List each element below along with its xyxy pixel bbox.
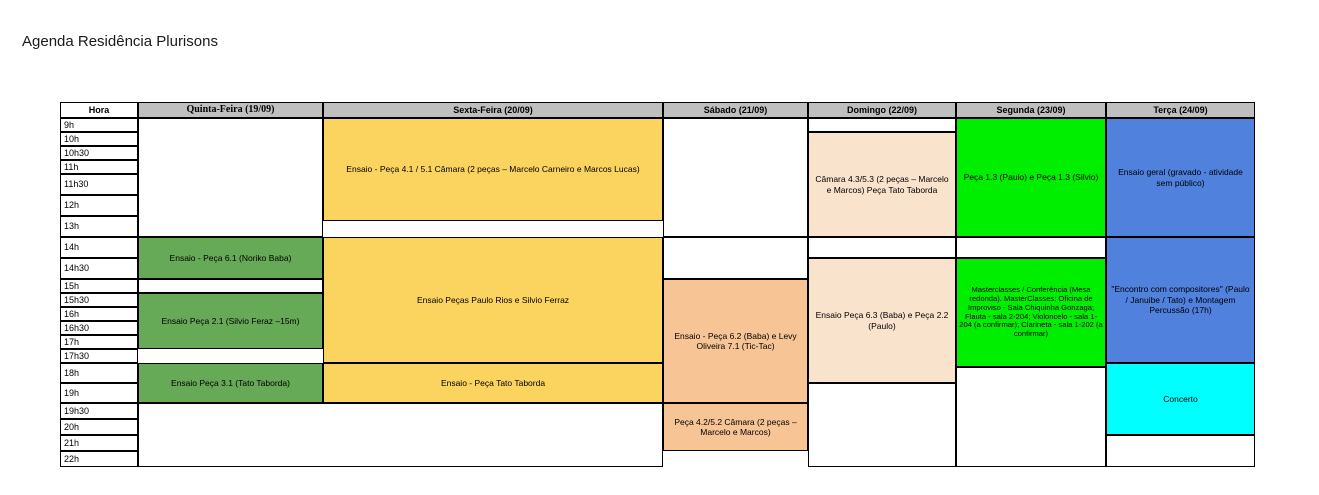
event-block-quinta-ensaio-31[interactable]: Ensaio Peça 3.1 (Tato Taborda)	[138, 363, 323, 403]
event-label: Câmara 4.3/5.3 (2 peças – Marcelo e Marc…	[815, 174, 949, 195]
hour-cell-13h: 13h	[60, 216, 138, 237]
hour-cell-21h: 21h	[60, 435, 138, 451]
hour-cell-19h30: 19h30	[60, 403, 138, 419]
hour-cell-14h30: 14h30	[60, 258, 138, 279]
empty-cell-quinta-morning	[138, 118, 323, 237]
hour-cell-10h: 10h	[60, 132, 138, 146]
empty-cell-quinta-sexta-night	[138, 403, 663, 467]
hour-cell-15h: 15h	[60, 279, 138, 293]
event-block-domingo-camara-43-53[interactable]: Câmara 4.3/5.3 (2 peças – Marcelo e Marc…	[808, 132, 956, 237]
schedule-grid: Hora Quinta-Feira (19/09) Sexta-Feira (2…	[60, 102, 1255, 472]
hour-cell-9h: 9h	[60, 118, 138, 132]
event-label: Ensaio Peça 6.3 (Baba) e Peça 2.2 (Paulo…	[815, 310, 949, 331]
event-block-sabado-peca-42-52[interactable]: Peça 4.2/5.2 Câmara (2 peças – Marcelo e…	[663, 403, 808, 451]
event-block-terca-concerto[interactable]: Concerto	[1106, 363, 1255, 435]
event-block-terca-ensaio-geral[interactable]: Ensaio geral (gravado - atividade sem pú…	[1106, 118, 1255, 237]
event-block-sexta-ensaio-tato[interactable]: Ensaio - Peça Tato Taborda	[323, 363, 663, 403]
column-header-domingo: Domingo (22/09)	[808, 102, 956, 118]
hour-cell-14h: 14h	[60, 237, 138, 258]
event-block-segunda-peca-13[interactable]: Peça 1.3 (Paulo) e Peça 1.3 (Silvio)	[956, 118, 1106, 237]
event-block-terca-encontro[interactable]: "Encontro com compositores" (Paulo / Jan…	[1106, 237, 1255, 363]
empty-cell-domingo-14h	[808, 237, 956, 258]
column-header-hora: Hora	[60, 102, 138, 118]
column-header-segunda: Segunda (23/09)	[956, 102, 1106, 118]
empty-cell-segunda-night	[956, 367, 1106, 467]
event-label: Ensaio - Peça 6.1 (Noriko Baba)	[169, 252, 292, 263]
empty-cell-sabado-morning	[663, 118, 808, 237]
event-block-segunda-masterclasses[interactable]: Masterclasses / Conferência (Mesa redond…	[956, 258, 1106, 367]
empty-cell-domingo-night	[808, 383, 956, 467]
column-header-terca: Terça (24/09)	[1106, 102, 1255, 118]
event-label: Concerto	[1163, 393, 1198, 404]
empty-cell-sabado-afternoon	[663, 237, 808, 279]
hour-cell-11h30: 11h30	[60, 174, 138, 195]
event-label: "Encontro com compositores" (Paulo / Jan…	[1111, 284, 1250, 316]
hour-cell-20h: 20h	[60, 419, 138, 435]
hour-cell-16h30: 16h30	[60, 321, 138, 335]
hour-cell-17h: 17h	[60, 335, 138, 349]
hour-cell-19h: 19h	[60, 383, 138, 403]
empty-cell-quinta-15h	[138, 279, 323, 293]
column-header-quinta: Quinta-Feira (19/09)	[138, 102, 323, 118]
event-label: Ensaio Peça 2.1 (Silvio Feraz –15m)	[161, 315, 300, 326]
event-label: Ensaio Peças Paulo Rios e Silvio Ferraz	[416, 294, 570, 305]
event-label: Ensaio Peça 3.1 (Tato Taborda)	[171, 377, 290, 388]
hour-cell-16h: 16h	[60, 307, 138, 321]
empty-cell-segunda-14h	[956, 237, 1106, 258]
page-title: Agenda Residência Plurisons	[22, 33, 218, 50]
event-block-quinta-ensaio-21[interactable]: Ensaio Peça 2.1 (Silvio Feraz –15m)	[138, 293, 323, 349]
event-block-sexta-ensaio-paulo-silvio[interactable]: Ensaio Peças Paulo Rios e Silvio Ferraz	[323, 237, 663, 363]
event-block-sexta-ensaio-41-51[interactable]: Ensaio - Peça 4.1 / 5.1 Câmara (2 peças …	[323, 118, 663, 221]
event-label: Peça 1.3 (Paulo) e Peça 1.3 (Silvio)	[963, 172, 1099, 183]
event-block-sabado-ensaio-62[interactable]: Ensaio - Peça 6.2 (Baba) e Levy Oliveira…	[663, 279, 808, 403]
schedule-table: Hora Quinta-Feira (19/09) Sexta-Feira (2…	[60, 102, 1255, 472]
event-label: Ensaio - Peça 6.2 (Baba) e Levy Oliveira…	[674, 330, 797, 351]
empty-cell-terca-night	[1106, 435, 1255, 467]
event-block-quinta-ensaio-61[interactable]: Ensaio - Peça 6.1 (Noriko Baba)	[138, 237, 323, 279]
hour-cell-17h30: 17h30	[60, 349, 138, 363]
event-block-domingo-ensaio-63[interactable]: Ensaio Peça 6.3 (Baba) e Peça 2.2 (Paulo…	[808, 258, 956, 383]
hour-cell-11h: 11h	[60, 160, 138, 174]
hour-cell-10h30: 10h30	[60, 146, 138, 160]
event-label: Ensaio - Peça 4.1 / 5.1 Câmara (2 peças …	[346, 164, 640, 175]
event-label: Peça 4.2/5.2 Câmara (2 peças – Marcelo e…	[674, 416, 797, 437]
hour-cell-22h: 22h	[60, 451, 138, 467]
hour-cell-18h: 18h	[60, 363, 138, 383]
column-header-sabado: Sábado (21/09)	[663, 102, 808, 118]
hour-cell-12h: 12h	[60, 195, 138, 216]
column-header-sexta: Sexta-Feira (20/09)	[323, 102, 663, 118]
empty-cell-domingo-9h	[808, 118, 956, 132]
hour-cell-15h30: 15h30	[60, 293, 138, 307]
event-label: Masterclasses / Conferência (Mesa redond…	[959, 284, 1103, 339]
event-label: Ensaio geral (gravado - atividade sem pú…	[1118, 167, 1243, 188]
event-label: Ensaio - Peça Tato Taborda	[440, 377, 546, 388]
